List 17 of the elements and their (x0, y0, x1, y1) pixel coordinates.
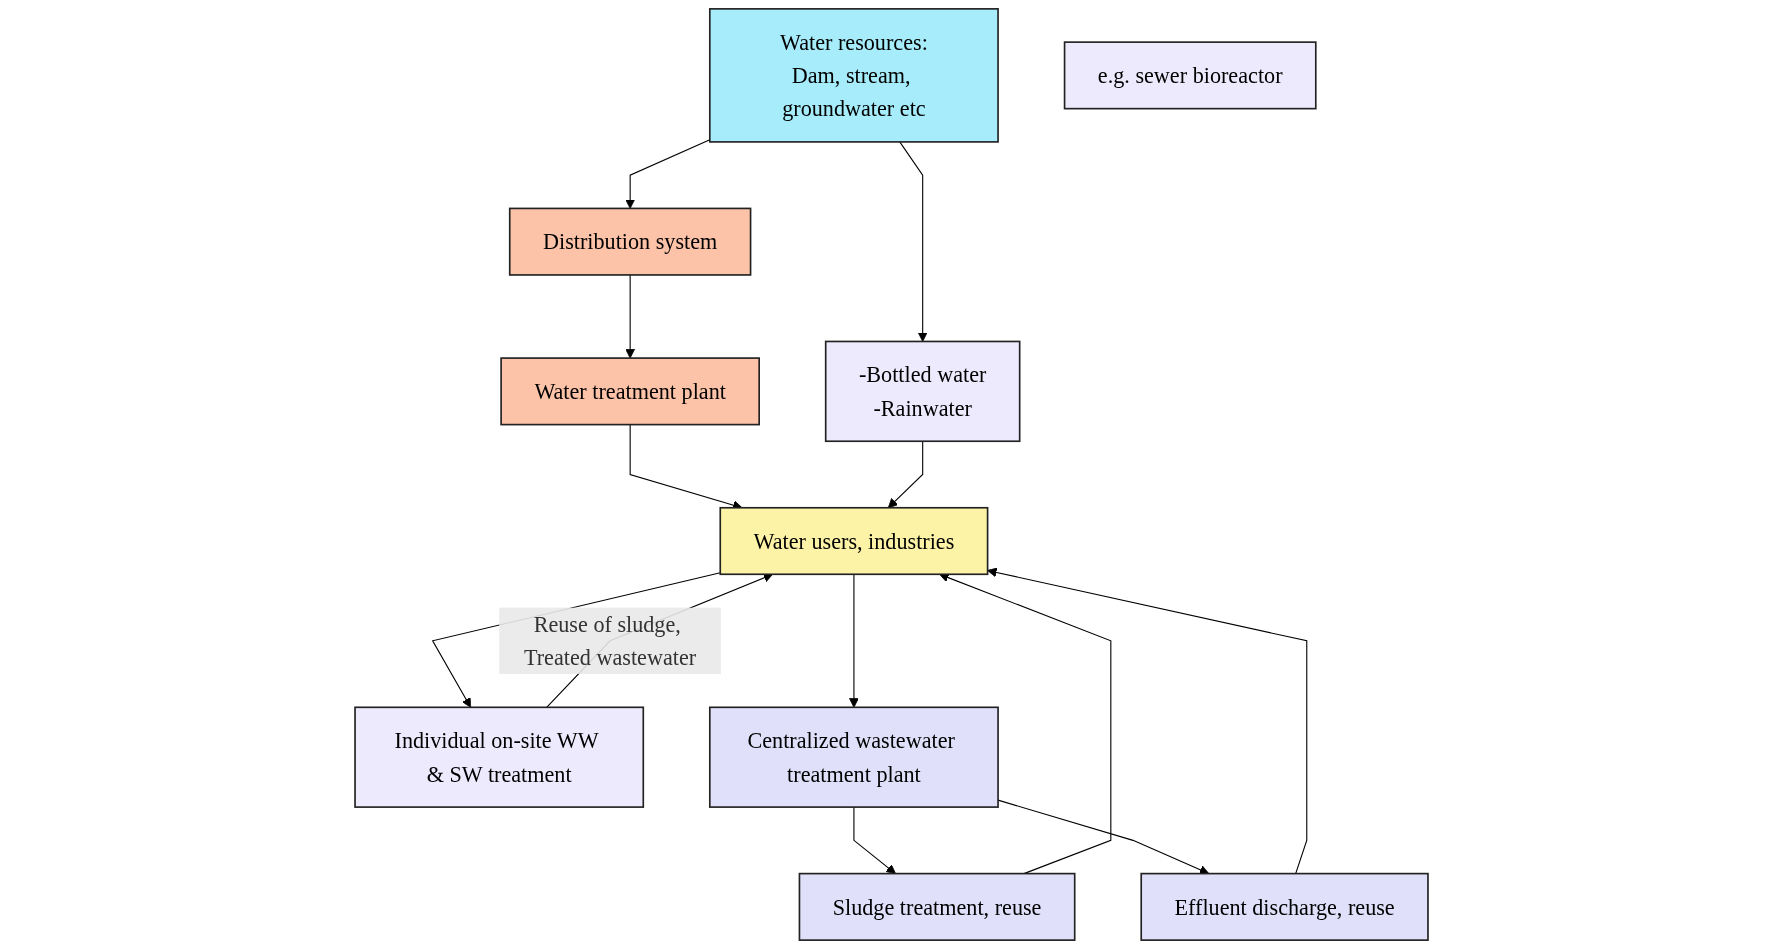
arrow (853, 806, 896, 875)
node-box: e.g. sewer bioreactor (1063, 41, 1317, 110)
arrow (899, 141, 928, 342)
node-box: Sludge treatment, reuse (798, 872, 1076, 941)
arrow (625, 274, 635, 359)
node-box: Individual on-site WW & SW treatment (354, 706, 645, 808)
edge-label: Reuse of sludge, Treated wastewater (523, 611, 697, 670)
node-box: Water users, industries (719, 506, 989, 576)
node-box: Effluent discharge, reuse (1140, 872, 1429, 941)
node-box: Water resources: Dam, stream, groundwater etc (708, 8, 999, 143)
arrow (987, 567, 1308, 875)
arrow (849, 573, 859, 708)
node-box: Centralized wastewater treatment plant (708, 706, 999, 808)
node-box: Water treatment plant (500, 357, 760, 426)
arrow (887, 440, 924, 509)
node-box: Distribution system (508, 207, 752, 276)
node-box: -Bottled water -Rainwater (824, 340, 1021, 443)
